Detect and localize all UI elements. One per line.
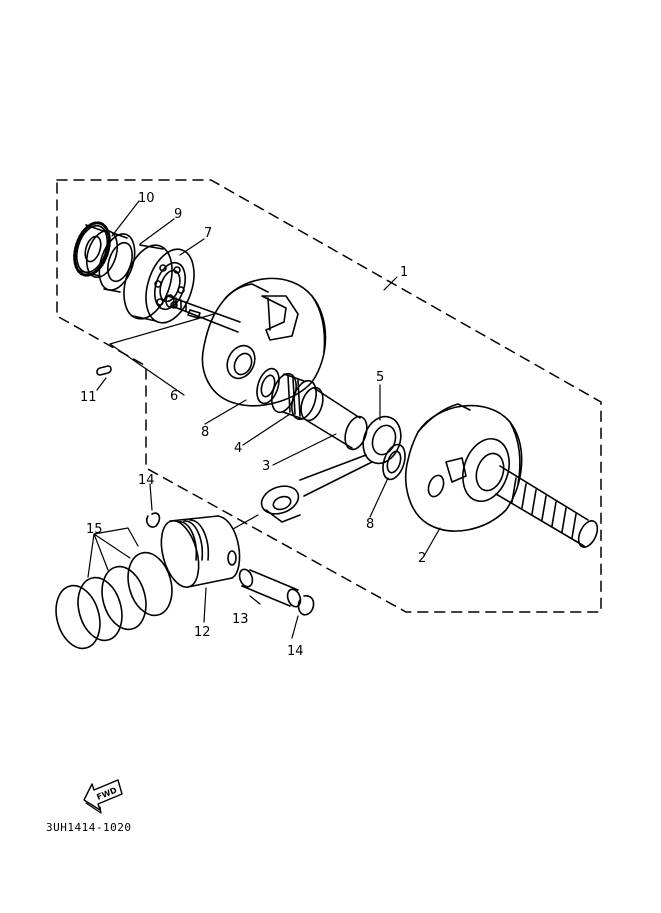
callout-12: 12 bbox=[194, 625, 211, 640]
callout-15: 15 bbox=[86, 522, 103, 537]
crankshaft-assembly-boundary bbox=[57, 180, 601, 612]
piston-rings-15 bbox=[49, 548, 178, 654]
washer-8-upper bbox=[253, 366, 283, 406]
crank-half-right-2 bbox=[406, 404, 522, 531]
leader-lines bbox=[88, 201, 440, 638]
callout-1: 1 bbox=[400, 265, 408, 280]
key-11 bbox=[97, 366, 111, 375]
callout-5: 5 bbox=[376, 370, 384, 385]
callout-2: 2 bbox=[418, 551, 426, 566]
callout-6: 6 bbox=[170, 389, 178, 404]
gear-10 bbox=[68, 218, 122, 281]
callout-8b: 8 bbox=[366, 517, 374, 532]
circlip-14-upper bbox=[147, 513, 160, 527]
needle-bearing-4 bbox=[267, 371, 320, 423]
callout-3: 3 bbox=[262, 459, 270, 474]
crank-pin bbox=[297, 385, 371, 453]
part-callouts: 1 2 3 4 5 6 7 8 8 9 10 11 12 13 14 14 15 bbox=[80, 191, 426, 659]
connecting-rod-3 bbox=[258, 411, 407, 522]
left-shaft bbox=[166, 295, 240, 332]
washer-8-lower bbox=[379, 442, 409, 482]
callout-8a: 8 bbox=[201, 425, 209, 440]
callout-4: 4 bbox=[234, 441, 242, 456]
piston-pin-13 bbox=[237, 567, 302, 608]
callout-11: 11 bbox=[80, 390, 97, 405]
callout-14b: 14 bbox=[287, 644, 304, 659]
callout-7: 7 bbox=[204, 226, 212, 241]
callout-9: 9 bbox=[174, 207, 182, 222]
right-splined-shaft bbox=[496, 466, 601, 550]
callout-13: 13 bbox=[232, 612, 249, 627]
bearing-7 bbox=[115, 239, 202, 329]
piston-12 bbox=[155, 516, 240, 591]
crank-half-left-6 bbox=[202, 278, 325, 405]
callout-14a: 14 bbox=[138, 473, 155, 488]
fwd-arrow-icon: FWD bbox=[84, 780, 122, 813]
callout-10: 10 bbox=[138, 191, 155, 206]
part-code-label: 3UH1414-1020 bbox=[46, 821, 132, 834]
circlip-14-lower bbox=[298, 596, 313, 615]
